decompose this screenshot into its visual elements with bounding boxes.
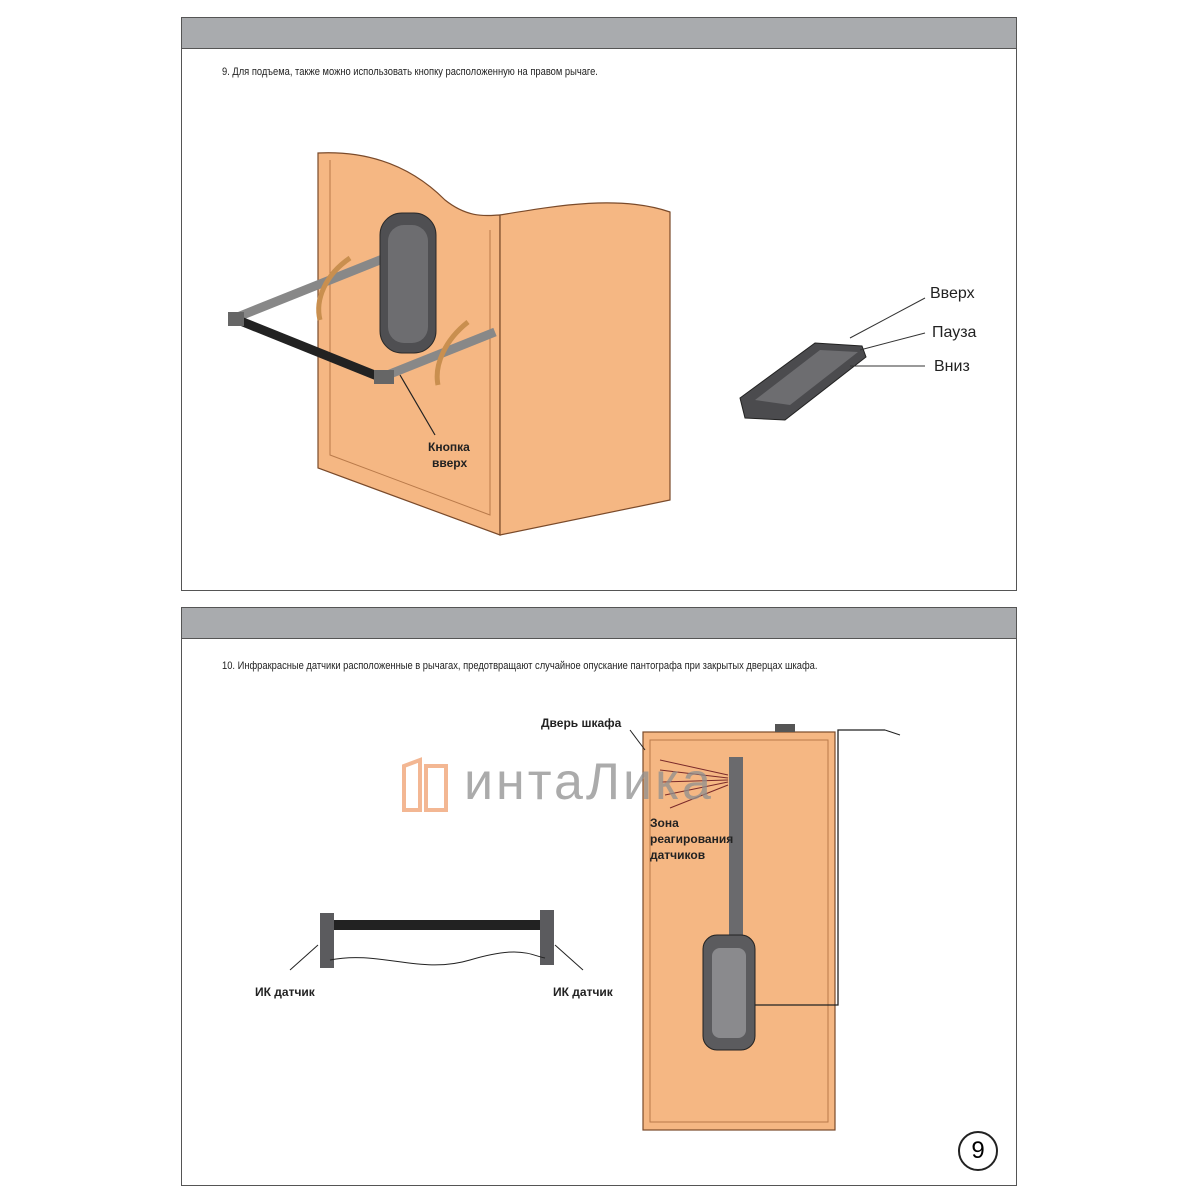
label-zone: реагирования xyxy=(650,832,733,846)
lift-mechanism xyxy=(228,212,497,436)
section-header-bar xyxy=(182,608,1016,639)
watermark: интаЛика xyxy=(400,752,714,814)
label-button-up: Кнопка xyxy=(428,440,470,454)
cabinet-door-illustration xyxy=(629,724,901,1131)
lift-bar-with-sensors xyxy=(289,910,584,971)
section-10: 10. Инфракрасные датчики расположенные в… xyxy=(181,607,1017,1186)
instruction-text: 10. Инфракрасные датчики расположенные в… xyxy=(222,660,818,672)
label-remote-up: Вверх xyxy=(930,285,975,302)
label-ir-sensor-right: ИК датчик xyxy=(553,985,614,999)
instruction-text: 9. Для подъема, также можно использовать… xyxy=(222,66,598,78)
label-button-up: вверх xyxy=(432,456,467,470)
label-zone: датчиков xyxy=(650,848,705,862)
remote-control xyxy=(739,297,926,421)
cabinet-illustration xyxy=(317,152,671,536)
label-door: Дверь шкафа xyxy=(541,716,622,730)
label-remote-pause: Пауза xyxy=(932,324,977,341)
label-zone: Зона xyxy=(650,816,679,830)
watermark-text: интаЛика xyxy=(464,753,714,811)
section-header-bar xyxy=(182,18,1016,49)
watermark-logo-icon xyxy=(400,756,450,814)
page-number: 9 xyxy=(958,1131,998,1171)
label-ir-sensor-left: ИК датчик xyxy=(255,985,316,999)
label-remote-down: Вниз xyxy=(934,358,970,375)
